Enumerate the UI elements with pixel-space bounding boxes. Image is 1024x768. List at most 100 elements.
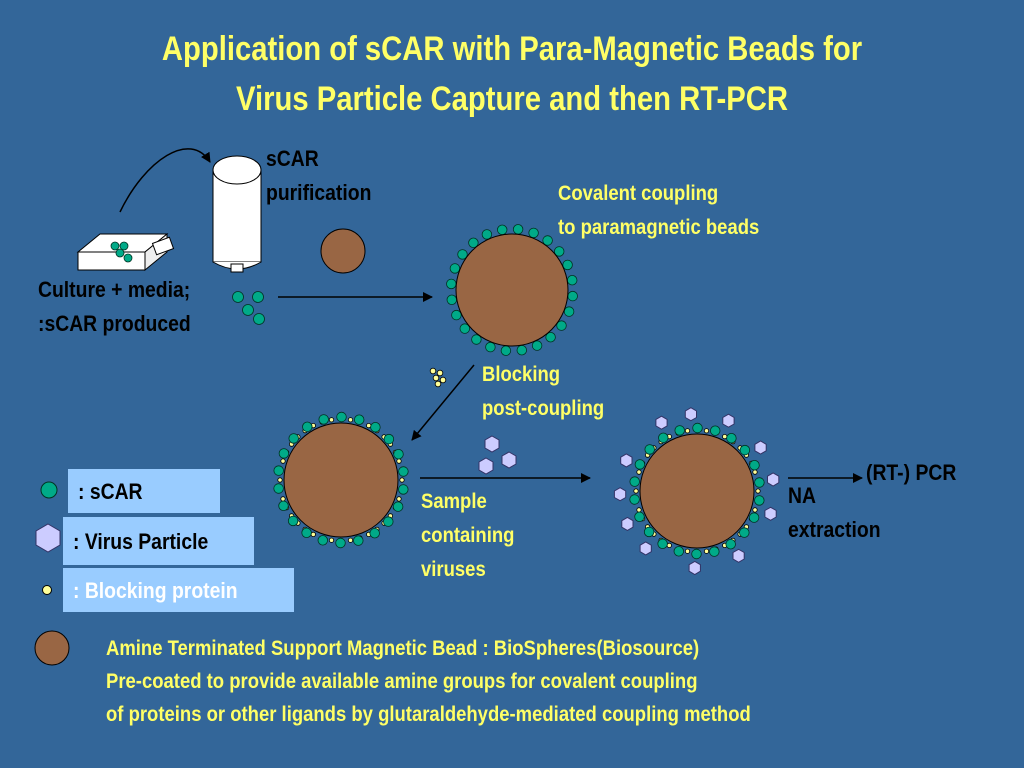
sample-label-2: containing: [421, 524, 515, 547]
blocking-protein: [399, 477, 405, 483]
scar-molecule: [383, 516, 394, 527]
scar-molecule: [485, 341, 496, 353]
scar-molecule: [748, 512, 760, 523]
scar-molecule: [287, 515, 299, 527]
scar-molecule: [468, 237, 479, 249]
blocking-protein: [328, 417, 335, 423]
blocking-protein: [277, 477, 283, 483]
scar-molecule: [449, 263, 461, 274]
scar-molecule: [739, 527, 750, 538]
coupled-bead: [446, 224, 578, 356]
culture-label-2: :sCAR produced: [38, 311, 191, 336]
blocking-protein: [328, 537, 335, 543]
scar-molecule: [369, 528, 380, 539]
scar-molecule: [643, 526, 655, 538]
scar-molecule: [629, 494, 640, 505]
scar-molecule: [471, 334, 482, 345]
scar-molecule: [563, 306, 575, 317]
scar-molecule: [531, 340, 543, 351]
legend-blocking-icon: [42, 585, 52, 595]
scar-molecule: [317, 535, 329, 546]
virus-captured-bead: [613, 407, 780, 576]
blocking-protein: [755, 488, 761, 494]
scar-molecule: [393, 449, 404, 460]
na-extraction-label-2: extraction: [788, 517, 881, 542]
covalent-coupling-label-2: to paramagnetic beads: [558, 216, 760, 239]
captured-virus-particle: [613, 487, 627, 502]
scar-molecule: [528, 227, 539, 239]
covalent-coupling-label-1: Covalent coupling: [558, 182, 719, 205]
scar-molecule: [459, 323, 471, 334]
captured-virus-particle: [639, 541, 652, 556]
legend-scar-label: : sCAR: [78, 479, 143, 504]
footer-line-3: of proteins or other ligands by glutaral…: [106, 703, 751, 726]
scar-molecule: [709, 546, 720, 557]
scar-molecule: [288, 433, 299, 444]
purified-scar-molecules: [232, 291, 265, 325]
blocking-protein: [703, 428, 710, 434]
scar-molecule: [318, 414, 329, 425]
scar-molecule: [392, 501, 404, 512]
blocking-protein: [633, 488, 639, 494]
legend-virus-label: : Virus Particle: [73, 529, 209, 554]
scar-molecule: [657, 538, 668, 550]
scar-molecule: [658, 432, 669, 444]
scar-molecule: [451, 309, 462, 321]
captured-virus-particle: [732, 548, 745, 563]
blocking-protein: [684, 428, 691, 434]
scar-molecule: [335, 537, 346, 549]
scar-molecule: [398, 466, 409, 477]
blocking-protein: [347, 417, 354, 423]
culture-flask-icon: [76, 232, 175, 272]
blocking-arrow: [411, 364, 475, 441]
blocking-label-1: Blocking: [482, 363, 561, 386]
blocking-protein: [703, 548, 710, 554]
legend-virus-box: : Virus Particle: [63, 517, 254, 565]
sample-label-3: viruses: [421, 558, 486, 581]
scar-molecule: [500, 345, 512, 356]
blocking-protein: [280, 496, 286, 502]
scar-molecule: [562, 259, 573, 271]
sample-virus-particles: [478, 435, 517, 475]
blocking-label-2: post-coupling: [482, 397, 605, 420]
scar-molecule: [634, 459, 646, 470]
blocking-protein: [347, 537, 354, 543]
scar-molecule: [273, 483, 284, 494]
scar-molecule: [739, 444, 751, 456]
scar-molecule: [273, 465, 284, 476]
na-extraction-label-1: NA: [788, 483, 816, 508]
legend-virus-icon: [35, 523, 61, 553]
captured-virus-particle: [722, 413, 735, 428]
scar-molecule: [726, 433, 737, 444]
blocking-protein: [280, 458, 286, 464]
scar-molecule: [749, 460, 760, 471]
scar-molecule: [634, 511, 645, 523]
uncoupled-bead: [320, 228, 366, 274]
scar-molecule: [278, 448, 290, 459]
scar-molecule: [457, 249, 468, 260]
scar-molecule: [674, 425, 685, 436]
blocking-protein: [636, 469, 642, 475]
slide-title-line-2: Virus Particle Capture and then RT-PCR: [236, 80, 788, 118]
sample-label-1: Sample: [421, 490, 487, 513]
scar-molecule: [629, 476, 640, 487]
scar-molecule: [754, 477, 765, 488]
blocking-protein: [636, 507, 642, 513]
blocking-protein: [752, 507, 758, 513]
blocked-bead: [273, 411, 409, 549]
scar-molecule: [301, 527, 312, 539]
captured-virus-particle: [684, 407, 697, 422]
scar-molecule: [370, 422, 381, 433]
captured-virus-particle: [754, 440, 767, 455]
scar-molecule: [516, 345, 528, 356]
scar-molecule: [567, 290, 578, 302]
scar-molecule: [353, 535, 364, 546]
scar-molecule: [278, 500, 289, 512]
scar-molecule: [691, 548, 702, 560]
legend-scar-box: : sCAR: [68, 469, 220, 513]
captured-virus-particle: [767, 472, 780, 487]
scar-molecule: [644, 444, 655, 455]
scar-molecule: [673, 546, 685, 557]
